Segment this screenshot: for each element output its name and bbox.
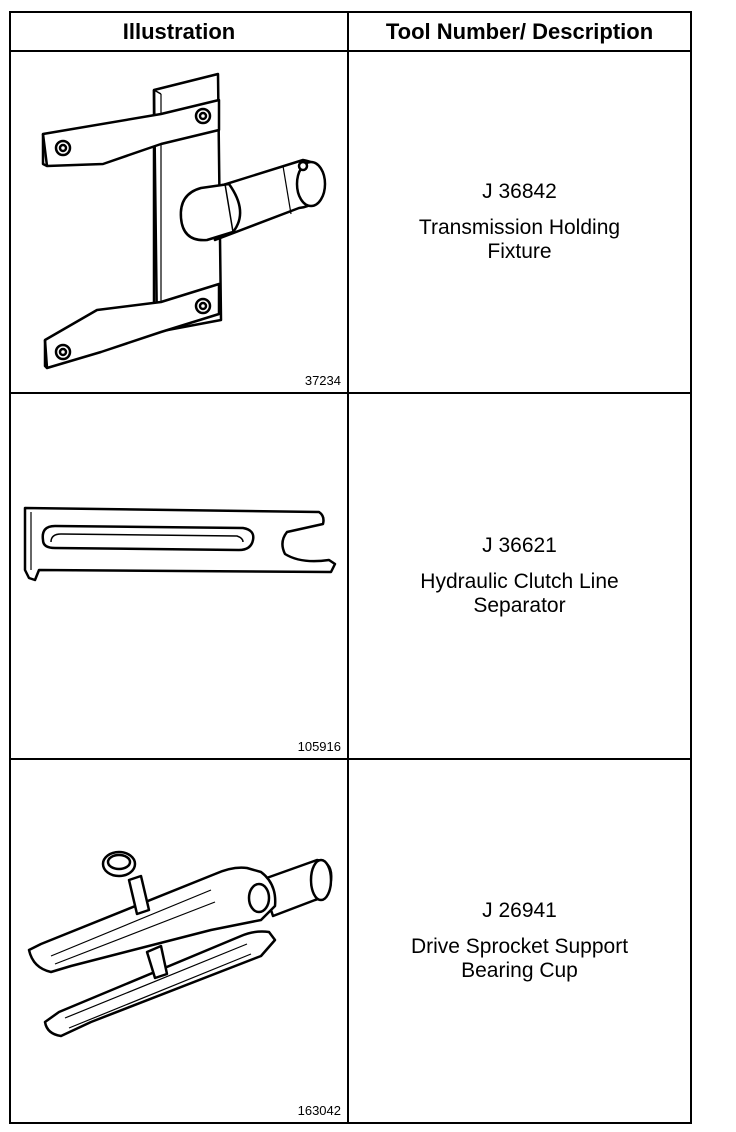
bearing-cup-puller-icon xyxy=(27,850,333,1038)
tool-number: J 36621 xyxy=(482,534,557,557)
description-cell: J 26941 Drive Sprocket Support Bearing C… xyxy=(347,758,692,1124)
description-cell: J 36842 Transmission Holding Fixture xyxy=(347,50,692,394)
table-row: 105916 J 36621 Hydraulic Clutch Line Sep… xyxy=(9,392,692,760)
table-row: 37234 J 36842 Transmission Holding Fixtu… xyxy=(9,50,692,394)
tool-description: Transmission Holding Fixture xyxy=(418,216,621,263)
figure-number: 37234 xyxy=(304,373,341,388)
illustration-cell: 163042 xyxy=(9,758,349,1124)
tool-number: J 26941 xyxy=(482,899,557,922)
table-row: 163042 J 26941 Drive Sprocket Support Be… xyxy=(9,758,692,1124)
tool-description: Drive Sprocket Support Bearing Cup xyxy=(410,935,629,982)
header-description: Tool Number/ Description xyxy=(347,11,692,52)
illustration-cell: 37234 xyxy=(9,50,349,394)
transmission-holding-fixture-icon xyxy=(41,72,327,370)
description-cell: J 36621 Hydraulic Clutch Line Separator xyxy=(347,392,692,760)
header-illustration: Illustration xyxy=(9,11,349,52)
illustration-cell: 105916 xyxy=(9,392,349,760)
special-tools-table: Illustration Tool Number/ Description xyxy=(9,11,692,1124)
clutch-line-separator-icon xyxy=(23,506,337,582)
tool-number: J 36842 xyxy=(482,180,557,203)
figure-number: 105916 xyxy=(297,739,341,754)
tool-description: Hydraulic Clutch Line Separator xyxy=(420,570,619,617)
table-header-row: Illustration Tool Number/ Description xyxy=(9,11,692,52)
figure-number: 163042 xyxy=(297,1103,341,1118)
